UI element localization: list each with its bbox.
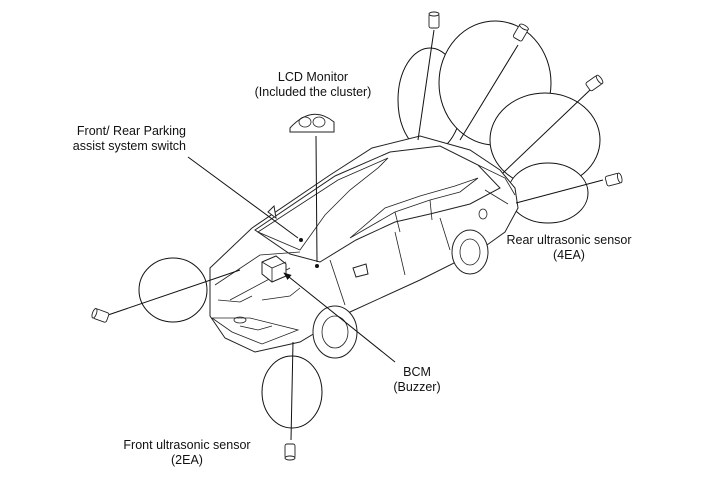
bcm-leader <box>283 272 396 363</box>
lcd-monitor-icon <box>289 113 335 133</box>
rear-zone-4 <box>507 162 589 224</box>
lcd-monitor-leader <box>315 135 318 263</box>
lcd-monitor-point <box>315 264 319 268</box>
front-sensor-label-line2: (2EA) <box>171 453 203 467</box>
switch-label: Front/ Rear Parking assist system switch <box>52 124 186 154</box>
front-sensor-label-line1: Front ultrasonic sensor <box>123 438 251 452</box>
front-left-detection-zone <box>91 257 241 323</box>
bcm-label: BCM (Buzzer) <box>382 365 452 395</box>
switch-label-line2: assist system switch <box>72 139 186 153</box>
ultrasonic-sensor-icon <box>428 11 623 187</box>
switch-point <box>299 238 303 242</box>
bcm-label-line2: (Buzzer) <box>393 380 441 394</box>
lcd-monitor-label-line2: (Included the cluster) <box>254 85 372 99</box>
rear-sensor-label: Rear ultrasonic sensor (4EA) <box>501 233 637 263</box>
car-icon <box>209 135 519 359</box>
front-sensor-label: Front ultrasonic sensor (2EA) <box>114 438 260 468</box>
rear-sensor-lines <box>417 29 604 204</box>
rear-sensor-label-line2: (4EA) <box>553 248 585 262</box>
bcm-label-line1: BCM <box>403 365 431 379</box>
switch-label-line1: Front/ Rear Parking <box>76 124 186 138</box>
switch-leader <box>187 156 299 239</box>
front-bottom-detection-zone <box>261 341 323 461</box>
lcd-monitor-label-line1: LCD Monitor <box>277 70 349 84</box>
rear-sensor-label-line1: Rear ultrasonic sensor <box>506 233 632 247</box>
lcd-monitor-label: LCD Monitor (Included the cluster) <box>245 70 381 100</box>
